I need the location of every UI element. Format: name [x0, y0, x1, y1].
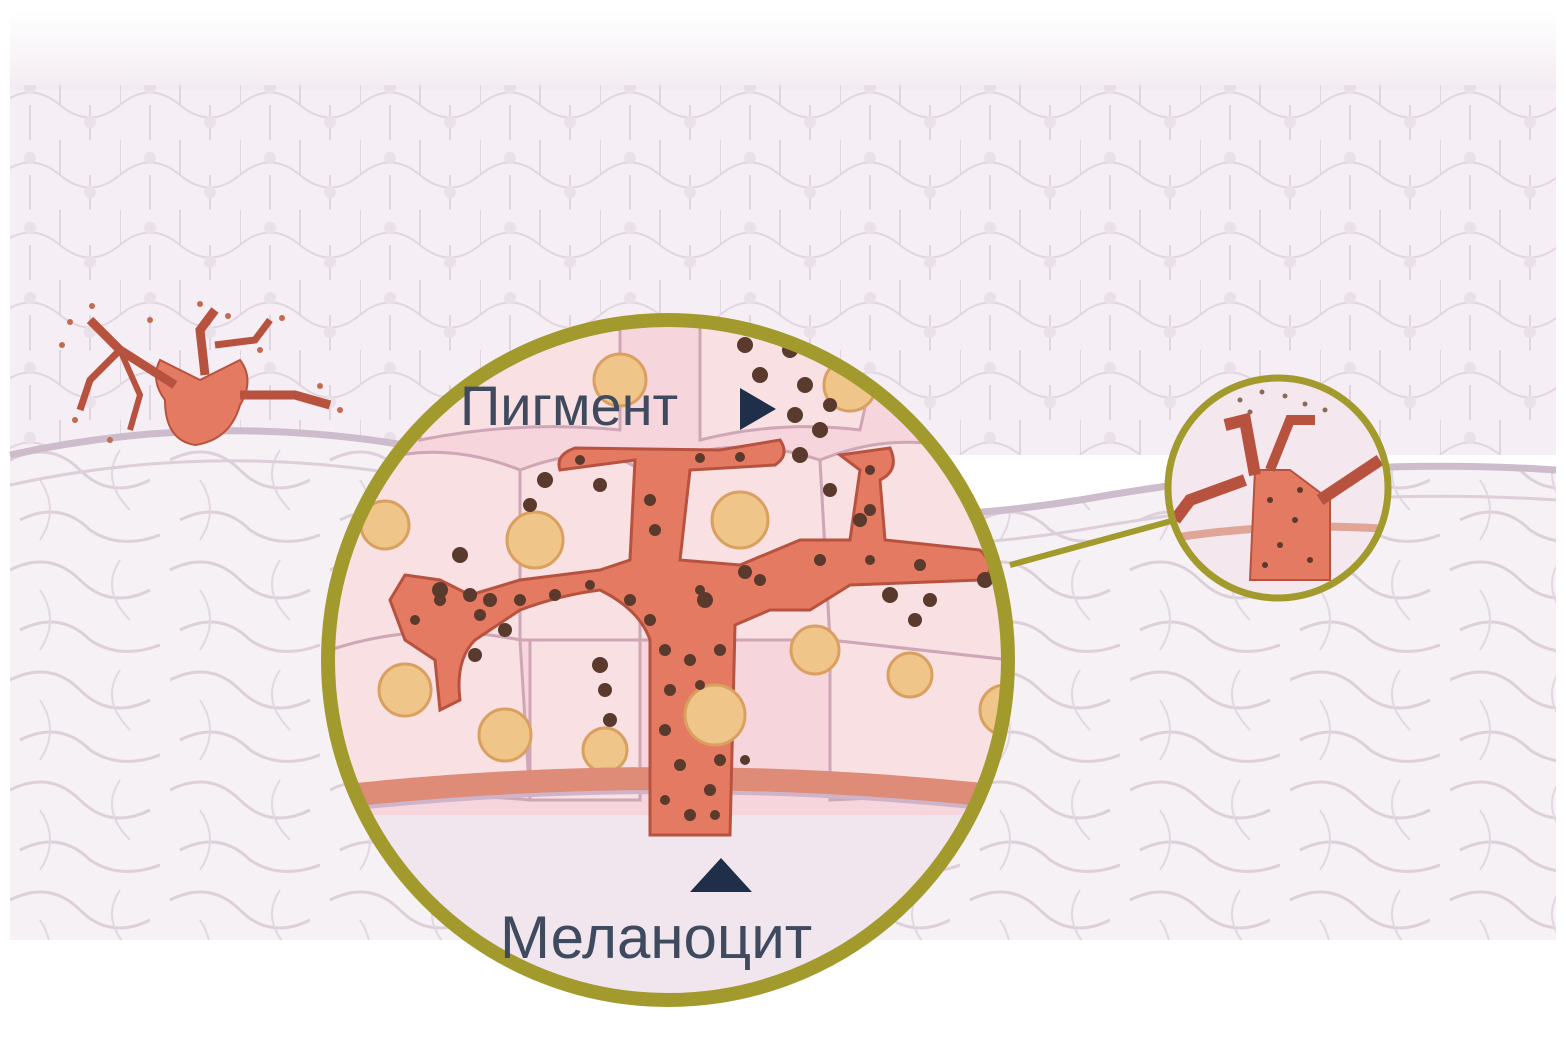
pigment-label: Пигмент — [460, 374, 678, 437]
melanocyte-nucleus — [685, 685, 745, 745]
